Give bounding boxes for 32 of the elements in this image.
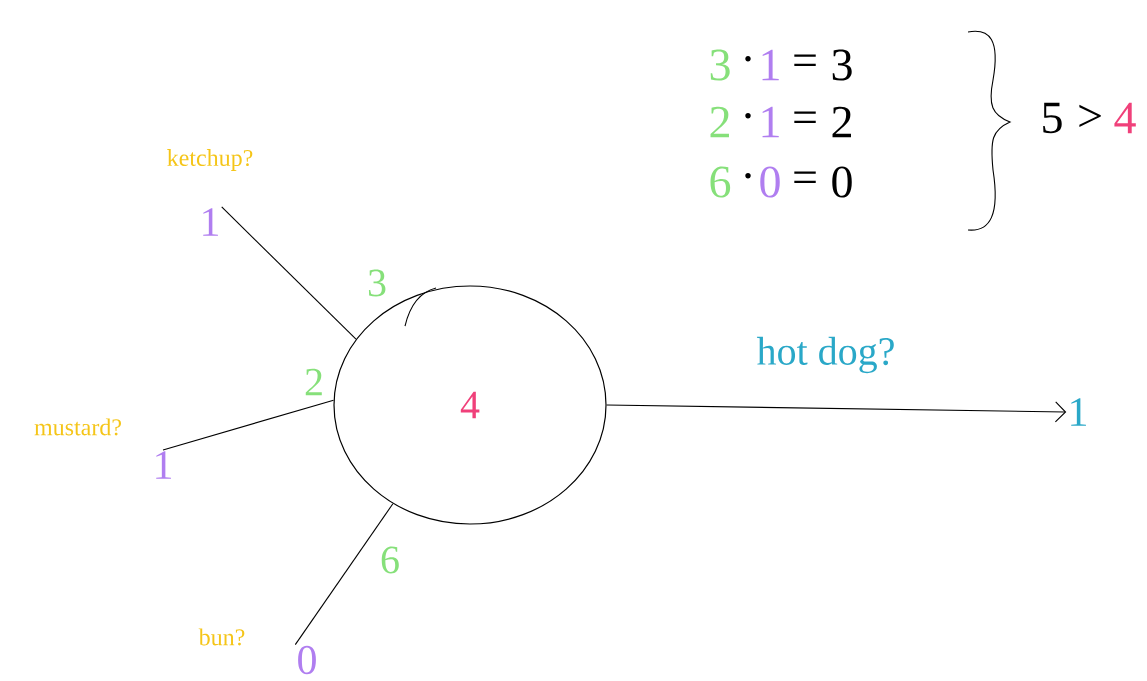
input-value: 0	[298, 645, 316, 675]
equation-term: 6	[710, 166, 731, 198]
equation-term: =	[794, 111, 816, 123]
equation-term: 3	[832, 49, 852, 81]
input-label: bun?	[198, 628, 245, 646]
connector-line	[294, 503, 394, 646]
equation-term: ·	[745, 113, 751, 119]
equation-term: >	[1079, 104, 1101, 127]
equation-term: 0	[832, 166, 852, 198]
input-label: ketchup?	[167, 149, 253, 171]
weight-label: 6	[381, 546, 399, 574]
connector-line	[162, 399, 335, 451]
equation-term: ·	[745, 56, 751, 62]
connector-line	[221, 206, 357, 340]
edge-label: hot dog?	[756, 336, 894, 374]
input-label: mustard?	[34, 418, 121, 436]
equation-term: 5	[1043, 102, 1062, 134]
equation-term: =	[794, 54, 816, 66]
equation-term: ·	[745, 173, 751, 179]
equation-term: 3	[710, 49, 730, 81]
equation-term: 2	[710, 106, 729, 138]
output-value: 1	[1071, 398, 1086, 426]
weight-label: 2	[305, 368, 322, 396]
equation-term: 2	[832, 106, 851, 138]
arrow	[606, 401, 1067, 423]
equation-term: =	[794, 171, 816, 183]
equation-term: 1	[762, 106, 779, 138]
equation-term: 4	[1114, 102, 1136, 134]
equation-term: 0	[760, 166, 780, 198]
input-value: 1	[156, 451, 171, 479]
equation-term: 1	[762, 49, 779, 81]
input-value: 1	[203, 208, 218, 236]
